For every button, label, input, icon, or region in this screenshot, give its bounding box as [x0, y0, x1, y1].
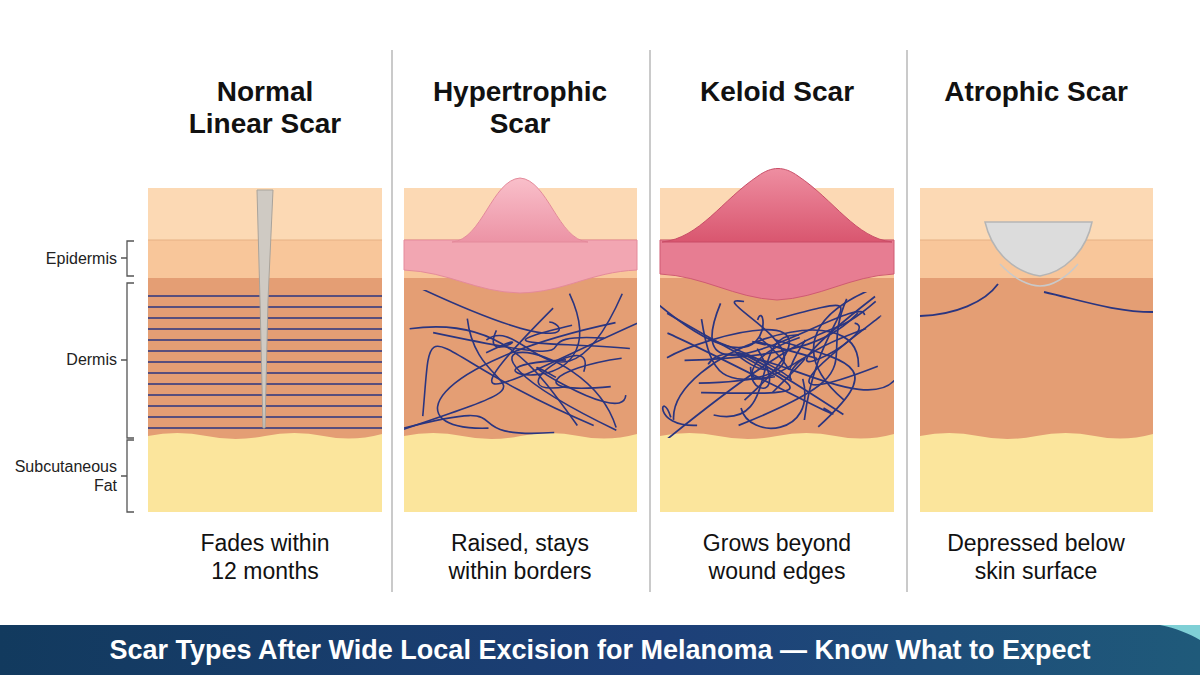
column-heading: Atrophic Scar: [936, 76, 1136, 108]
collagen-fiber: [525, 325, 629, 348]
scar-column: Hypertrophic ScarRaised, stays within bo…: [400, 70, 640, 595]
scar-band: [660, 240, 894, 300]
dermis-layer: [920, 278, 1153, 439]
scar-line: [257, 190, 273, 428]
collagen-fiber: [414, 290, 559, 333]
collagen-fiber: [512, 352, 616, 430]
caption: Scar Types After Wide Local Excision for…: [110, 635, 1091, 666]
layer-bracket: [121, 241, 134, 276]
column-caption: Grows beyond wound edges: [662, 530, 892, 585]
collagen-fiber: [699, 301, 785, 383]
collagen-fiber: [404, 319, 504, 433]
collagen-fiber: [537, 368, 626, 404]
column-divider: [392, 50, 907, 592]
column-caption: Depressed below skin surface: [923, 530, 1149, 585]
layer-label: Epidermis: [7, 249, 117, 268]
column-heading: Keloid Scar: [667, 76, 887, 108]
layer-label: Subcutaneous Fat: [7, 457, 117, 495]
collagen-fiber: [667, 313, 790, 393]
banner-accent: [1160, 625, 1200, 640]
collagen-fiber: [486, 294, 622, 362]
collagen-fiber: [492, 308, 637, 384]
scar-column: Atrophic ScarDepressed below skin surfac…: [916, 70, 1156, 595]
collagen-fiber: [760, 338, 806, 370]
layer-label: Dermis: [7, 350, 117, 369]
column-caption: Raised, stays within borders: [407, 530, 633, 585]
collagen-fiber: [663, 406, 697, 425]
layer-bracket: [121, 241, 134, 512]
column-heading: Normal Linear Scar: [165, 76, 365, 140]
collagen-fiber: [423, 346, 594, 425]
depression: [985, 222, 1092, 276]
collagen-fiber: [920, 284, 998, 316]
scar-column: Normal Linear ScarFades within 12 months: [148, 70, 382, 595]
column-heading: Hypertrophic Scar: [420, 76, 620, 140]
column-divider: [391, 50, 393, 592]
collagen-fiber: [1044, 292, 1153, 312]
column-divider: [649, 50, 651, 592]
column-caption: Fades within 12 months: [155, 530, 375, 585]
collagen-fiber: [404, 416, 554, 434]
collagen-fiber: [486, 330, 512, 352]
collagen-fiber: [667, 330, 789, 400]
dermis-layer: [404, 278, 637, 439]
collagen-fiber: [741, 379, 805, 428]
banner: [0, 625, 1200, 675]
caption-banner: Scar Types After Wide Local Excision for…: [0, 625, 1200, 675]
collagen-fiber: [712, 303, 865, 355]
collagen-fibers: [660, 292, 894, 438]
dermis-layer: [660, 278, 894, 439]
scar-column: Keloid ScarGrows beyond wound edges: [655, 70, 899, 595]
layer-bracket: [121, 283, 134, 438]
scar-band: [404, 240, 637, 293]
collagen-fibers: [404, 290, 637, 433]
raised-scar: [452, 178, 588, 242]
collagen-fiber: [667, 333, 832, 414]
collagen-fiber: [437, 323, 615, 429]
keloid-mass: [662, 169, 892, 243]
column-divider: [906, 50, 908, 592]
layer-bracket: [121, 440, 134, 512]
depression-edge: [1000, 264, 1078, 286]
